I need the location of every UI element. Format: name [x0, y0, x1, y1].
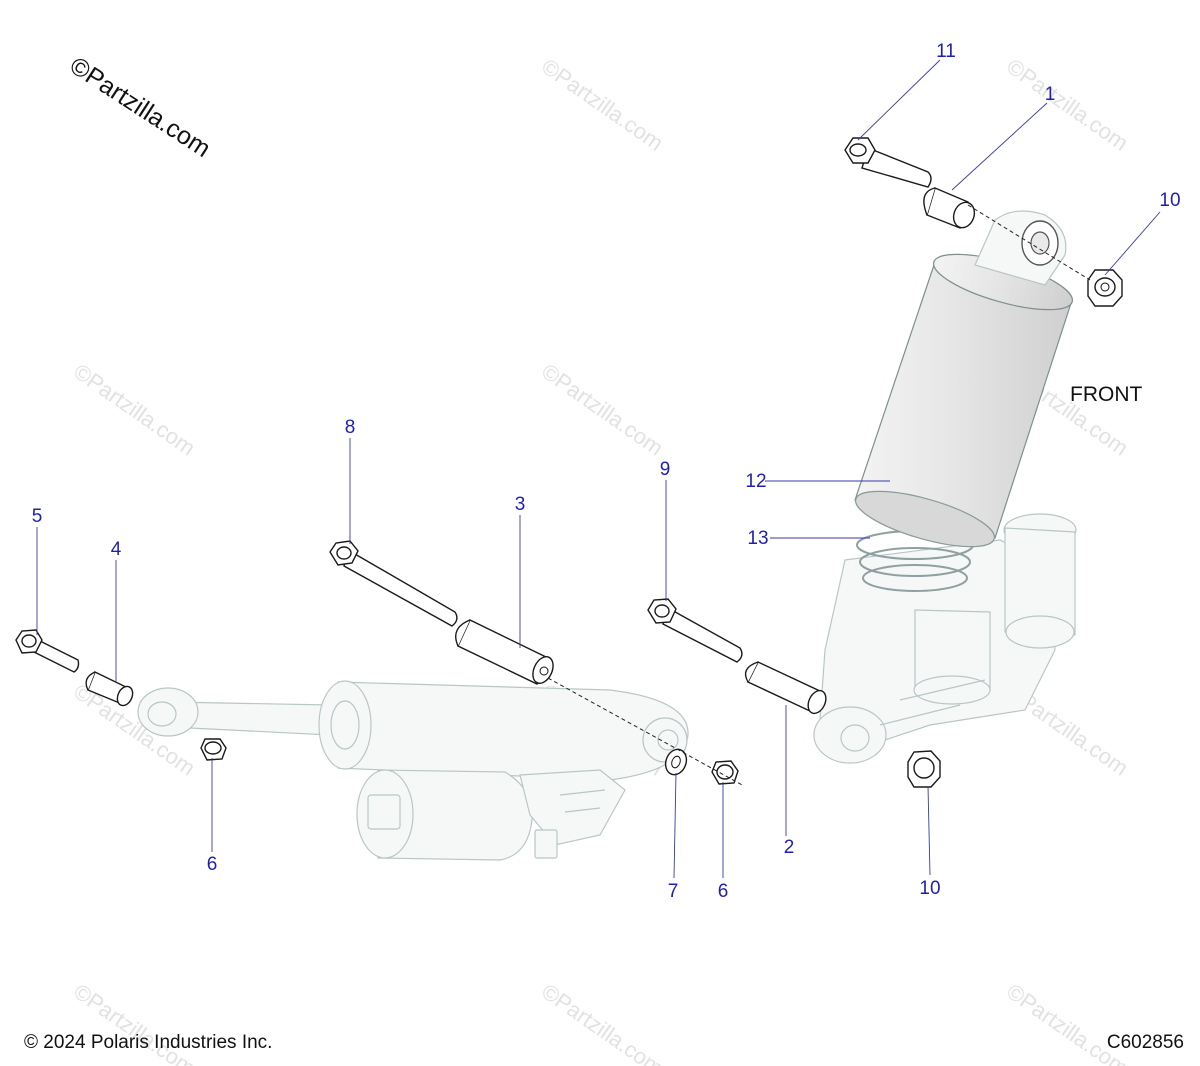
watermark: ©Partzilla.com [537, 54, 668, 156]
sleeve-3 [455, 619, 554, 685]
leader-lines [36, 59, 1161, 879]
bolt-8 [329, 540, 458, 627]
assembly-axis-lower [547, 677, 745, 787]
callout-9: 9 [660, 459, 671, 480]
watermark: ©Partzilla.com [537, 979, 668, 1066]
watermark: ©Partzilla.com [537, 359, 668, 461]
sleeve-4 [85, 671, 134, 707]
rear-shock-ghost [137, 680, 689, 861]
bolt-11 [844, 137, 932, 188]
assembly-axis-upper [967, 204, 1091, 281]
callout-3: 3 [515, 494, 526, 515]
callout-labels: 11 1 10 12 13 8 3 9 5 4 6 2 7 6 10 [32, 41, 1181, 902]
bolt-5 [15, 629, 80, 673]
watermark: ©Partzilla.com [69, 359, 200, 461]
nut-10-lower [907, 750, 941, 788]
nut-10-upper [1087, 269, 1123, 307]
washer-7 [664, 748, 688, 776]
callout-12: 12 [745, 471, 766, 492]
callout-5: 5 [32, 506, 43, 527]
callout-10-lower: 10 [919, 878, 940, 899]
callout-10-upper: 10 [1159, 190, 1180, 211]
front-shock [813, 210, 1077, 764]
callout-8: 8 [345, 417, 356, 438]
watermark: ©Partzilla.com [1002, 54, 1133, 156]
diagram-code: C602856 [1106, 1032, 1184, 1053]
callout-7: 7 [668, 881, 679, 902]
callout-13: 13 [747, 528, 768, 549]
callout-11: 11 [936, 41, 956, 62]
callout-4: 4 [111, 539, 122, 560]
sleeve-2 [744, 661, 827, 715]
callout-2: 2 [784, 837, 795, 858]
corner-watermark: ©Partzilla.com [65, 52, 216, 163]
callout-6-left: 6 [207, 854, 218, 875]
callout-6-right: 6 [718, 881, 729, 902]
bolt-9 [647, 598, 743, 663]
nut-6-left [200, 738, 227, 761]
nut-6-right [711, 760, 739, 785]
copyright-text: © 2024 Polaris Industries Inc. [24, 1032, 273, 1053]
callout-1: 1 [1045, 84, 1056, 105]
front-direction-label: FRONT [1070, 383, 1142, 406]
sleeve-1 [923, 187, 976, 229]
